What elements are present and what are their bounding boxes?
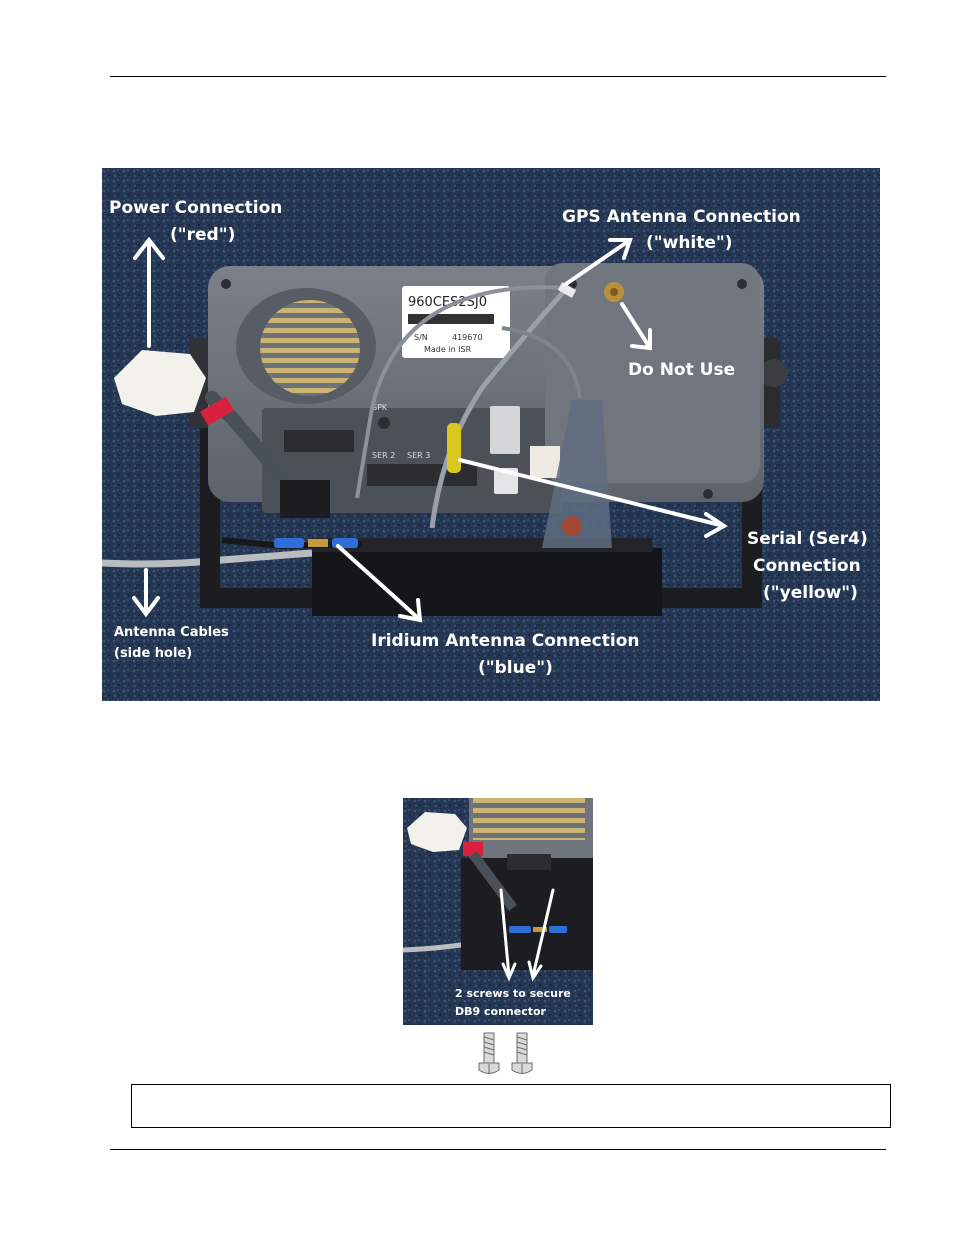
port-label-ser3: SER 3: [407, 451, 430, 460]
iridium-connector-blue-right: [332, 538, 358, 548]
antenna-cables-sublabel: (side hole): [114, 646, 192, 661]
wrapped-cable-bundle: [542, 400, 612, 548]
serial-arrow: [458, 458, 728, 538]
antenna-cables-label: Antenna Cables: [114, 625, 229, 640]
power-connector-red: [200, 396, 234, 426]
iridium-connector-blue-left: [274, 538, 304, 548]
do-not-use-arrow: [620, 302, 652, 351]
serial-connection-label-2: Connection: [753, 556, 861, 576]
footer-rule: [110, 1149, 886, 1150]
detail-gold-connector: [533, 927, 547, 932]
detail-speaker: [473, 798, 585, 840]
gps-cable-loop: [355, 285, 568, 499]
note-box: [131, 1084, 891, 1128]
db9-caption-line1: 2 screws to secure: [455, 987, 571, 1000]
gps-antenna-label: GPS Antenna Connection: [562, 207, 801, 227]
header-rule: [110, 76, 886, 77]
screw-arrow-right: [527, 888, 555, 982]
ethernet-ports: [284, 430, 354, 452]
red-cable-coil: [562, 516, 582, 536]
spk-jack: [378, 417, 390, 429]
iridium-connector-gold: [308, 539, 328, 547]
detail-bracket: [461, 858, 593, 970]
power-connection-color: ("red"): [170, 225, 235, 245]
detail-blue-connector: [509, 926, 531, 933]
port-label-ser2: SER 2: [372, 451, 395, 460]
db9-caption-line2: DB9 connector: [455, 1005, 547, 1018]
yellow-serial-connector: [447, 423, 461, 473]
power-connection-label: Power Connection: [109, 198, 282, 218]
info-sticker: [530, 446, 560, 478]
serial-cable: [501, 326, 582, 399]
iridium-arrow: [336, 544, 423, 623]
detail-power-cable: [468, 851, 518, 911]
white-gps-sleeve: [557, 282, 577, 298]
housing-screw: [737, 279, 747, 289]
housing-screw: [703, 489, 713, 499]
housing-screw: [221, 279, 231, 289]
sticker-made-in: Made in ISR: [424, 345, 472, 354]
iridium-antenna-color: ("blue"): [478, 658, 553, 678]
detail-power-red: [463, 842, 483, 856]
sticker-sn-label: S/N: [414, 333, 428, 342]
usb-ports: [490, 406, 520, 454]
detail-ports: [507, 854, 551, 870]
db9-screws-illustration: [478, 1032, 533, 1074]
serial-connection-label: Serial (Ser4): [747, 529, 868, 549]
gps-cable: [429, 286, 569, 529]
gps-arrow: [564, 238, 633, 286]
bracket-knob: [760, 359, 788, 387]
power-plug-white: [114, 350, 206, 416]
sticker-barcode: [408, 314, 494, 324]
screw-icon: [478, 1032, 500, 1074]
do-not-use-label: Do Not Use: [628, 360, 735, 380]
port-label-spk: SPK: [372, 403, 388, 412]
gps-connector-center: [610, 288, 618, 296]
iridium-antenna-label: Iridium Antenna Connection: [371, 631, 639, 651]
db9-detail-photo: 2 screws to secure DB9 connector: [403, 798, 593, 1025]
detail-blue-connector-2: [549, 926, 567, 933]
gps-antenna-color: ("white"): [646, 233, 733, 253]
sticker-sn-value: 419670: [452, 333, 483, 342]
screw-arrow-left: [499, 888, 517, 982]
power-arrow: [133, 236, 165, 348]
screw-icon: [511, 1032, 533, 1074]
antenna-cables-arrow: [132, 568, 160, 618]
power-port: [280, 480, 330, 518]
main-device-photo: 960CES2SJ0 S/N 419670 Made in ISR SPK SE…: [102, 168, 880, 701]
serial-connection-color: ("yellow"): [763, 583, 858, 603]
mount-bracket: [200, 418, 762, 608]
speaker-cone: [260, 300, 360, 396]
connector-tray: [312, 548, 662, 616]
detail-power-plug: [407, 812, 467, 852]
